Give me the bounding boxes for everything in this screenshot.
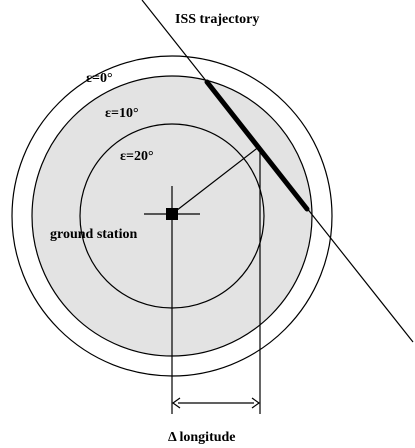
elevation-10-label: ε=10°	[105, 106, 139, 121]
elevation-0-label: ε=0°	[86, 71, 113, 86]
ground-station-label: ground station	[50, 227, 137, 242]
radius-line	[171, 145, 261, 215]
arrowhead-left	[171, 397, 181, 409]
elevation-20-label: ε=20°	[120, 149, 154, 164]
delta-longitude-label: Δ longitude	[168, 430, 236, 445]
trajectory-label: ISS trajectory	[175, 12, 259, 27]
arrowhead-right	[251, 397, 261, 409]
visible-pass-segment	[204, 79, 310, 212]
